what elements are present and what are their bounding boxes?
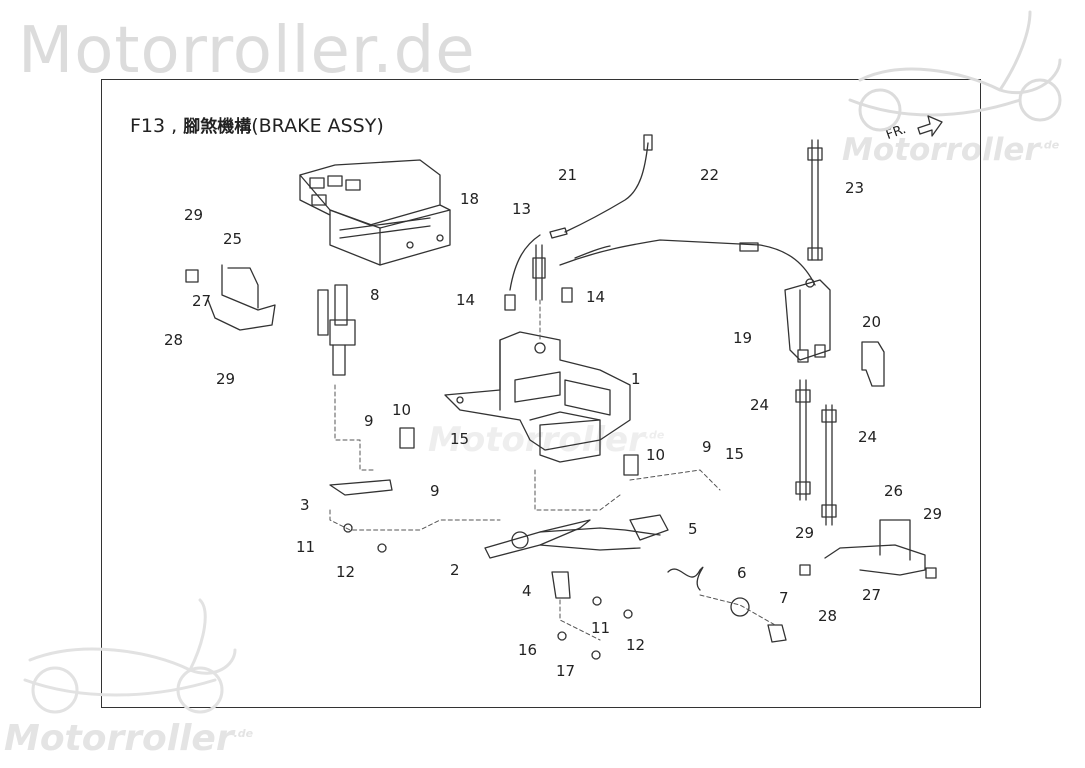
callout-label-13: 13 <box>512 200 532 218</box>
part-16-nut <box>557 631 567 641</box>
part-25-cap <box>185 269 199 283</box>
part-26-cap-left <box>799 564 811 576</box>
watermark-middle-text: Motorroller <box>428 420 645 460</box>
watermark-middle-sup: .de <box>644 428 665 442</box>
callout-label-15: 15 <box>725 445 745 463</box>
part-24-rod-left <box>799 379 807 501</box>
part-13-cable <box>509 234 541 291</box>
callout-label-22: 22 <box>700 166 720 184</box>
callout-label-14: 14 <box>586 288 606 306</box>
part-23-rod <box>811 139 819 261</box>
part-20-plate <box>861 341 885 387</box>
part-17-bolt <box>591 650 601 660</box>
callout-label-20: 20 <box>862 313 882 331</box>
part-3-bracket <box>329 479 393 496</box>
part-25-handle <box>207 264 276 331</box>
diagram-title: F13 , 腳煞機構(BRAKE ASSY) <box>130 112 384 137</box>
callout-label-15: 15 <box>450 430 470 448</box>
callout-label-11: 11 <box>296 538 316 556</box>
diagram-title-cn: 腳煞機構 <box>183 117 252 137</box>
callout-label-29: 29 <box>795 524 815 542</box>
callout-label-3: 3 <box>300 496 310 514</box>
scooter-watermark-right <box>848 10 1062 132</box>
callout-label-19: 19 <box>733 329 753 347</box>
callout-label-25: 25 <box>223 230 243 248</box>
callout-label-5: 5 <box>688 520 698 538</box>
callout-label-7: 7 <box>779 589 789 607</box>
callout-label-24: 24 <box>858 428 878 446</box>
part-14-right <box>561 287 573 303</box>
callout-label-23: 23 <box>845 179 865 197</box>
callout-label-28: 28 <box>164 331 184 349</box>
part-26-cap-right <box>925 567 937 579</box>
part-10-clip-right <box>623 454 639 476</box>
watermark-right: Motorroller.de <box>842 132 1059 168</box>
part-7-bolt <box>767 624 787 643</box>
callout-label-9: 9 <box>430 482 440 500</box>
part-22-cable <box>559 239 816 286</box>
part-5-spring <box>667 566 704 591</box>
callout-label-10: 10 <box>646 446 666 464</box>
callout-label-6: 6 <box>737 564 747 582</box>
watermark-top: Motorroller.de <box>18 14 476 88</box>
callout-label-18: 18 <box>460 190 480 208</box>
part-24-rod-right <box>825 404 833 526</box>
part-11-nut-left <box>343 523 353 533</box>
watermark-middle: Motorroller.de <box>428 420 664 460</box>
callout-label-9: 9 <box>364 412 374 430</box>
callout-label-10: 10 <box>392 401 412 419</box>
callout-label-16: 16 <box>518 641 538 659</box>
part-10-clip-left <box>399 427 415 449</box>
diagram-code: F13 , <box>130 115 178 137</box>
callout-label-29: 29 <box>184 206 204 224</box>
callout-label-24: 24 <box>750 396 770 414</box>
part-12-bolt-right <box>623 609 633 619</box>
callout-label-17: 17 <box>556 662 576 680</box>
callout-label-27: 27 <box>862 586 882 604</box>
diagram-frame <box>101 79 981 708</box>
scooter-watermark-bottom <box>23 598 237 714</box>
watermark-bottom-left-sup: .de <box>233 727 254 740</box>
callout-label-12: 12 <box>336 563 356 581</box>
part-8-master-cylinder <box>317 284 356 376</box>
callout-label-28: 28 <box>818 607 838 625</box>
callout-label-21: 21 <box>558 166 578 184</box>
part-21-cable <box>564 142 649 233</box>
part-26-handle <box>879 519 911 561</box>
part-14-left <box>504 294 516 311</box>
callout-label-1: 1 <box>631 370 641 388</box>
callout-label-14: 14 <box>456 291 476 309</box>
callout-label-2: 2 <box>450 561 460 579</box>
watermark-right-sup: .de <box>1039 138 1060 152</box>
part-12-bolt-left <box>377 543 387 553</box>
callout-label-8: 8 <box>370 286 380 304</box>
callout-label-29: 29 <box>923 505 943 523</box>
callout-label-26: 26 <box>884 482 904 500</box>
part-4-link <box>551 571 571 599</box>
diagram-title-en: (BRAKE ASSY) <box>251 115 384 137</box>
callout-label-12: 12 <box>626 636 646 654</box>
part-11-nut-right <box>592 596 602 606</box>
part-6-washer <box>730 597 750 617</box>
part-2-brake-lever <box>484 514 669 559</box>
callout-label-11: 11 <box>591 619 611 637</box>
callout-label-29: 29 <box>216 370 236 388</box>
part-18-footrest <box>299 159 451 266</box>
watermark-bottom-left: Motorroller.de <box>4 718 253 759</box>
part-1-frame <box>444 331 631 463</box>
callout-label-27: 27 <box>192 292 212 310</box>
watermark-bottom-left-text: Motorroller <box>4 718 234 759</box>
part-19-bracket <box>784 278 831 363</box>
front-arrow-icon <box>917 115 943 137</box>
watermark-right-text: Motorroller <box>842 132 1040 168</box>
callout-label-9: 9 <box>702 438 712 456</box>
callout-label-4: 4 <box>522 582 532 600</box>
